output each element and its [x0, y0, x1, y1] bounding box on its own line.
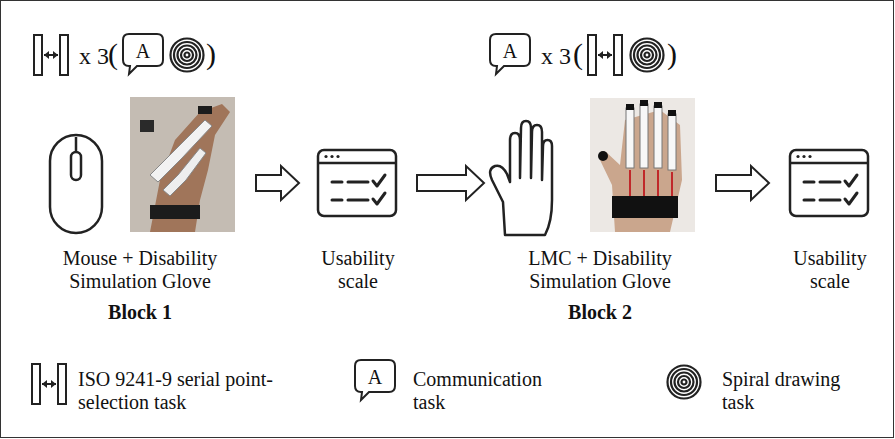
stage-group: Mouse + Disability Simulation GloveBlock… — [30, 95, 250, 324]
stage-label: LMC + Disability Simulation Glove — [490, 247, 710, 293]
legend-text: ISO 9241-9 serial point-selection task — [78, 368, 283, 414]
block-heading: Block 1 — [30, 301, 250, 324]
stage-label: Usability scale — [305, 247, 411, 293]
flow-arrow — [417, 166, 484, 200]
legend-text: Communication task — [413, 368, 558, 414]
parenthesis: ) — [206, 39, 216, 69]
mouse-icon — [50, 135, 102, 233]
communication-icon — [490, 34, 530, 74]
hand-icon — [490, 121, 552, 235]
questionnaire-icon — [790, 150, 868, 216]
communication-icon — [123, 34, 163, 74]
legend-text: Spiral drawing task — [722, 368, 867, 414]
questionnaire-icon — [318, 150, 396, 216]
repeat-count: x 3 — [79, 44, 109, 68]
legend-communication-icon — [355, 360, 395, 400]
serial-task-icon — [34, 35, 68, 75]
serial-task-icon — [588, 35, 622, 75]
block-heading: Block 2 — [490, 301, 710, 324]
glove-photo — [130, 97, 235, 232]
glove-photo — [590, 98, 695, 232]
icon-letter: A — [368, 367, 382, 387]
icon-letter: A — [136, 41, 150, 61]
stage-label: Mouse + Disability Simulation Glove — [30, 247, 250, 293]
stage-group: Usability scale — [305, 95, 411, 293]
legend-serial-icon — [32, 364, 66, 404]
stage-group: LMC + Disability Simulation GloveBlock 2 — [490, 95, 710, 324]
parenthesis: ( — [573, 39, 583, 69]
legend-spiral-icon — [668, 366, 701, 399]
icon-letter: A — [503, 41, 517, 61]
spiral-icon — [171, 39, 204, 72]
flow-arrow — [716, 166, 769, 200]
flow-arrow — [256, 166, 299, 200]
parenthesis: ( — [108, 39, 118, 69]
parenthesis: ) — [667, 39, 677, 69]
spiral-icon — [631, 39, 664, 72]
stage-group: Usability scale — [775, 95, 885, 293]
stage-label: Usability scale — [775, 247, 885, 293]
repeat-count: x 3 — [541, 44, 571, 68]
